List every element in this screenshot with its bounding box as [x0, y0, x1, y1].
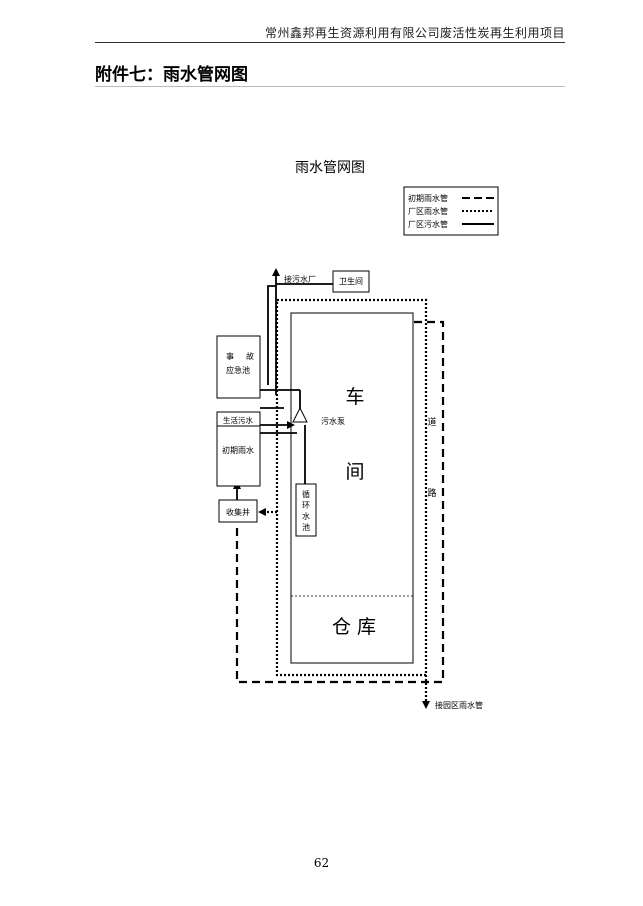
to-sewage-plant-label: 接污水厂	[284, 274, 316, 284]
header-rule	[95, 42, 565, 43]
park-rain-outlet-label: 接园区雨水管	[435, 700, 483, 710]
toilet-label: 卫生间	[339, 276, 363, 286]
attachment-title: 附件七：雨水管网图	[95, 65, 248, 85]
pump-label: 污水泵	[321, 416, 345, 426]
workshop-label-bottom: 间	[345, 461, 364, 483]
road-label-bottom: 路	[427, 487, 436, 499]
circ-label-2: 环	[302, 501, 310, 510]
legend-label-plant-rain: 厂区雨水管	[408, 206, 448, 216]
accident-label-1: 事	[226, 351, 234, 361]
collection-well-box	[218, 499, 258, 523]
legend: 初期雨水管 厂区雨水管 厂区污水管	[403, 186, 499, 236]
toilet-box	[332, 270, 370, 293]
circ-label-4: 池	[302, 522, 310, 532]
accident-label-2: 故	[246, 351, 254, 361]
accident-pool-box	[216, 335, 261, 399]
title-rule	[95, 86, 565, 87]
collection-well-label: 收集井	[226, 507, 250, 517]
building-outline	[290, 312, 414, 664]
road-label-top: 道	[427, 416, 436, 428]
sewage-riser	[267, 285, 276, 385]
circ-label-1: 循	[302, 489, 310, 499]
accident-label-3: 应急池	[226, 365, 250, 375]
warehouse-label: 仓 库	[332, 616, 376, 638]
circ-label-3: 水	[302, 511, 310, 521]
page-number: 62	[313, 856, 330, 870]
initial-rain-label: 初期雨水	[222, 445, 254, 455]
initial-rain-pool-box	[216, 411, 261, 487]
sewage-pump-icon	[292, 406, 308, 423]
diagram-title: 雨水管网图	[295, 160, 365, 176]
legend-label-initial-rain: 初期雨水管	[408, 193, 448, 203]
legend-label-plant-sewage: 厂区污水管	[408, 219, 448, 229]
domestic-sewage-label: 生活污水	[223, 415, 253, 425]
circulating-pool-box	[295, 483, 317, 537]
initial-rain-pipe	[235, 320, 445, 684]
page-header-text: 常州鑫邦再生资源利用有限公司废活性炭再生利用项目	[264, 26, 565, 40]
workshop-label-top: 车	[345, 386, 364, 408]
